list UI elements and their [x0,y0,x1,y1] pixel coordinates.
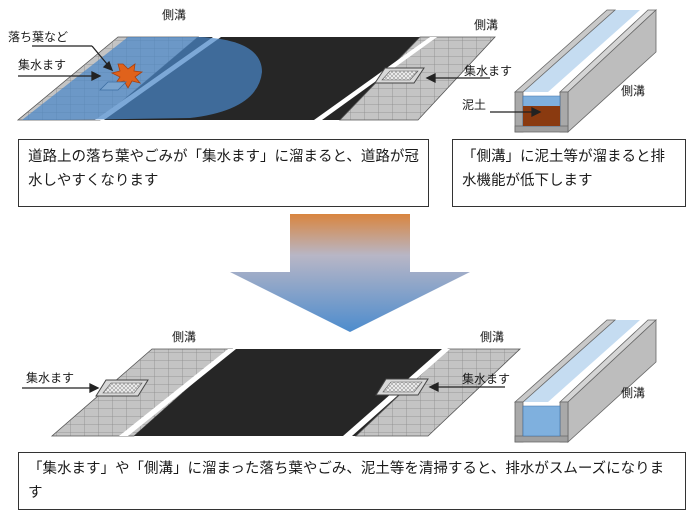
label-catch-basin-left-bottom: 集水ます [26,371,75,385]
lane-line-left-bottom [119,349,236,436]
ditch-top [513,9,658,133]
silt [523,106,560,126]
road-top [16,36,496,121]
label-leaves: 落ち葉など [8,30,69,44]
caption-right-top: 「側溝」に泥土等が溜まると排水機能が低下します [452,139,686,207]
clear-water [522,405,561,437]
flood-water [22,37,262,120]
label-catch-basin-left-top: 集水ます [18,58,67,72]
label-gutter-bottom: 側溝 [172,330,197,344]
label-gutter-right-top: 側溝 [474,18,499,32]
ditch-bottom [513,319,658,443]
road-bottom [50,348,522,437]
catch-basin-right-top [381,70,419,81]
caption-bottom: 「集水ます」や「側溝」に溜まった落ち葉やごみ、泥土等を清掃すると、排水がスムーズ… [18,452,686,510]
catch-basin-left-top [99,81,127,91]
catch-basin-left-bottom [102,382,143,394]
label-ditch-top: 側溝 [621,84,646,98]
label-catch-basin-right-top: 集水ます [464,64,513,78]
label-gutter-top: 側溝 [162,8,187,22]
pointer-arrows-bottom [22,381,505,394]
transition-arrow [230,214,470,332]
label-gutter-right-bottom: 側溝 [480,330,505,344]
label-catch-basin-right-bottom: 集水ます [462,372,511,386]
gutter-right-bottom [354,348,522,437]
lane-line-right-top [314,37,437,120]
pointer-arrows-top [18,45,542,118]
catch-basin-right-bottom [382,381,423,393]
label-ditch-bottom: 側溝 [621,386,646,400]
caption-left-top: 道路上の落ち葉やごみが「集水ます」に溜まると、道路が冠水しやすくなります [18,139,429,207]
label-silt: 泥土 [462,98,487,112]
